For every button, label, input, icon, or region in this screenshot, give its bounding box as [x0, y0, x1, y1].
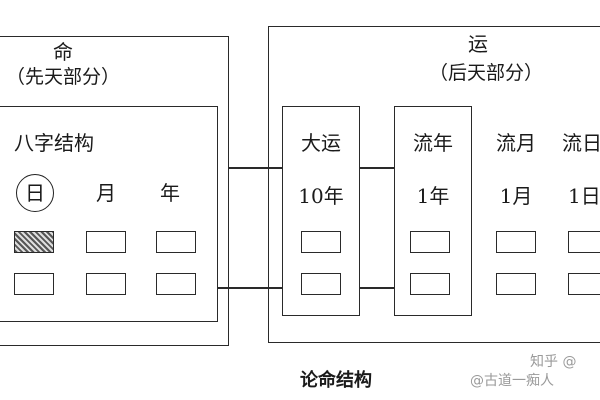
diagram-caption: 论命结构 — [300, 370, 372, 391]
liunian-label: 流年 — [413, 131, 453, 155]
ming-subtitle: （先天部分） — [5, 66, 121, 88]
day-circle-marker — [16, 174, 54, 212]
liuri-period: 1日 — [568, 184, 600, 208]
day-branch-slot — [14, 273, 54, 295]
liunian-column-box — [394, 106, 472, 316]
watermark-site: 知乎 @ — [530, 354, 577, 370]
liuri-branch-slot — [568, 273, 600, 295]
day-pillar-label: 日 — [25, 181, 45, 205]
dayun-stem-slot — [301, 231, 341, 253]
watermark-author: @古道一痴人 — [470, 373, 554, 389]
dayun-branch-slot — [301, 273, 341, 295]
bazi-structure-panel — [0, 106, 218, 322]
dayun-column-box — [282, 106, 360, 316]
upper-inner-connector — [360, 167, 394, 169]
yun-subtitle: （后天部分） — [428, 62, 544, 84]
month-pillar-label: 月 — [96, 181, 116, 205]
liuri-label: 流日 — [562, 131, 600, 155]
ming-panel — [0, 36, 229, 346]
liuri-stem-slot — [568, 231, 600, 253]
ming-title: 命 — [53, 40, 73, 64]
dayun-period: 10年 — [298, 184, 344, 208]
liunian-branch-slot — [410, 273, 450, 295]
liuyue-branch-slot — [496, 273, 536, 295]
liuyue-stem-slot — [496, 231, 536, 253]
lower-inner-connector — [360, 287, 394, 289]
upper-connector-line — [229, 167, 282, 169]
bazi-structure-title: 八字结构 — [14, 131, 94, 155]
yun-panel — [268, 26, 600, 343]
month-stem-slot — [86, 231, 126, 253]
year-pillar-label: 年 — [160, 181, 180, 205]
liunian-period: 1年 — [416, 184, 450, 208]
day-stem-slot — [14, 231, 54, 253]
yun-title: 运 — [468, 32, 488, 56]
lower-connector-line — [218, 287, 282, 289]
liuyue-period: 1月 — [499, 184, 533, 208]
month-branch-slot — [86, 273, 126, 295]
year-stem-slot — [156, 231, 196, 253]
dayun-label: 大运 — [301, 131, 341, 155]
liunian-stem-slot — [410, 231, 450, 253]
year-branch-slot — [156, 273, 196, 295]
liuyue-label: 流月 — [496, 131, 536, 155]
